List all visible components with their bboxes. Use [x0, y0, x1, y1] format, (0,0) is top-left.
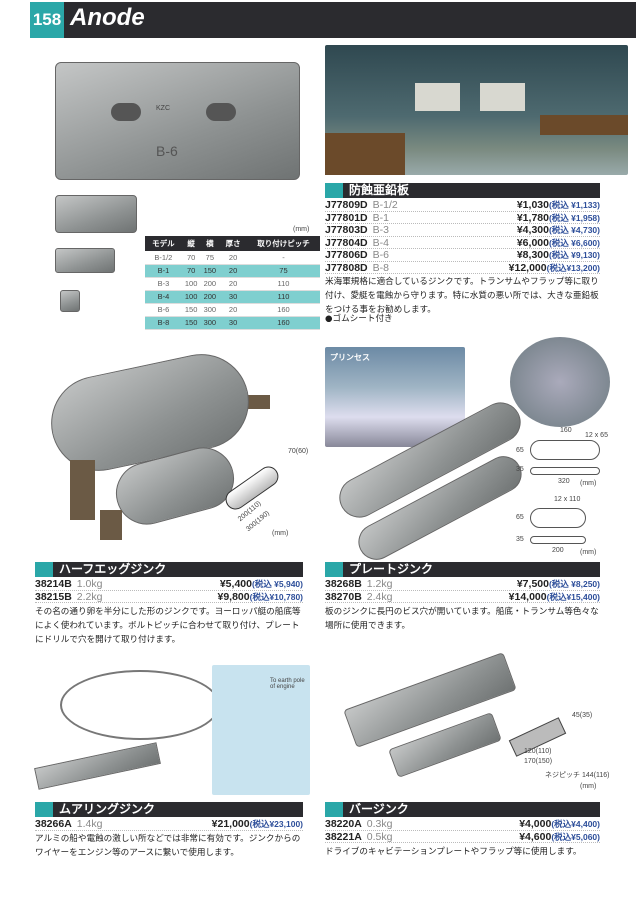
th-width: 横	[200, 236, 220, 251]
dim-label: 45(35)	[572, 712, 593, 719]
installed-zinc-photo	[510, 337, 610, 427]
diagram-label: To earth pole of engine	[270, 678, 305, 690]
plate-mark: B-6	[156, 143, 178, 159]
unit-label: (mm)	[272, 530, 289, 537]
plate-logo: KZC	[156, 105, 170, 112]
dim-label: 12 x 110	[554, 496, 581, 503]
section-title-mooring: ムアリングジンク	[35, 802, 303, 817]
dim-label: 320	[558, 478, 570, 485]
plate-diagram-side	[530, 536, 586, 544]
dim-label: 160	[560, 427, 572, 434]
plate-description: 板のジンクに長円のビス穴が開いています。船底・トランサム等色々な場所に使用できま…	[325, 607, 599, 631]
plate-diagram-side	[530, 467, 600, 475]
zinc-plate-b1-image	[55, 248, 115, 273]
halfegg-strap	[100, 510, 122, 540]
unit-label: (mm)	[580, 549, 597, 556]
dim-label: 200	[552, 547, 564, 554]
plate-diagram-1	[530, 440, 600, 460]
halfegg-description: その名の通り卵を半分にした形のジンクです。ヨーロッパ艇の船底等によく使われていま…	[35, 607, 301, 645]
mooring-description: アルミの船や電蝕の激しい所などでは非常に有効です。ジンクからのワイヤーをエンジン…	[35, 834, 301, 858]
plate-diagram-2	[530, 508, 586, 528]
boat-hull-photo	[325, 45, 628, 175]
mooring-wire-image	[60, 670, 220, 740]
dim-label: 120(110)	[524, 748, 552, 755]
bar-description: ドライブのキャビテーションプレートやフラップ等に使用します。	[325, 847, 582, 857]
dim-label: 35	[516, 536, 524, 543]
section-title-board: 防蝕亜鉛板	[325, 183, 600, 198]
section-title-plate: プレートジンク	[325, 562, 600, 577]
page-title: Anode	[70, 4, 145, 31]
unit-label: (mm)	[580, 783, 597, 790]
th-thickness: 厚さ	[219, 236, 247, 251]
earth-diagram	[212, 665, 310, 795]
section-title-bar: バージンク	[325, 802, 600, 817]
table-unit: (mm)	[293, 226, 310, 233]
photo-label: プリンセス	[330, 353, 370, 362]
halfegg-strap	[70, 460, 95, 520]
zinc-plate-b12-image	[60, 290, 80, 312]
dim-label: ネジピッチ 144(116)	[545, 772, 610, 779]
dim-label: 12 x 65	[585, 432, 608, 439]
dim-label: 35	[516, 466, 524, 473]
zinc-plate-b6-image: KZC B-6	[55, 62, 300, 180]
header-bar	[30, 2, 636, 38]
mooring-zinc-image	[34, 742, 161, 790]
dim-label: 170(150)	[524, 758, 553, 765]
th-pitch: 取り付けピッチ	[246, 236, 320, 251]
dim-label: 65	[516, 447, 524, 454]
dim-label: 70(60)	[288, 448, 309, 455]
unit-label: (mm)	[580, 480, 597, 487]
dim-label: 65	[516, 514, 524, 521]
board-description: 米海軍規格に適合しているジンクです。トランサムやフラップ等に取り付け、愛艇を電蝕…	[325, 277, 599, 315]
board-note: ●ゴムシート付き	[325, 314, 393, 324]
section-title-halfegg: ハーフエッグジンク	[35, 562, 303, 577]
th-model: モデル	[145, 236, 182, 251]
page-number: 158	[30, 2, 64, 38]
th-length: 縦	[181, 236, 201, 251]
zinc-plate-b3-image	[55, 195, 137, 233]
